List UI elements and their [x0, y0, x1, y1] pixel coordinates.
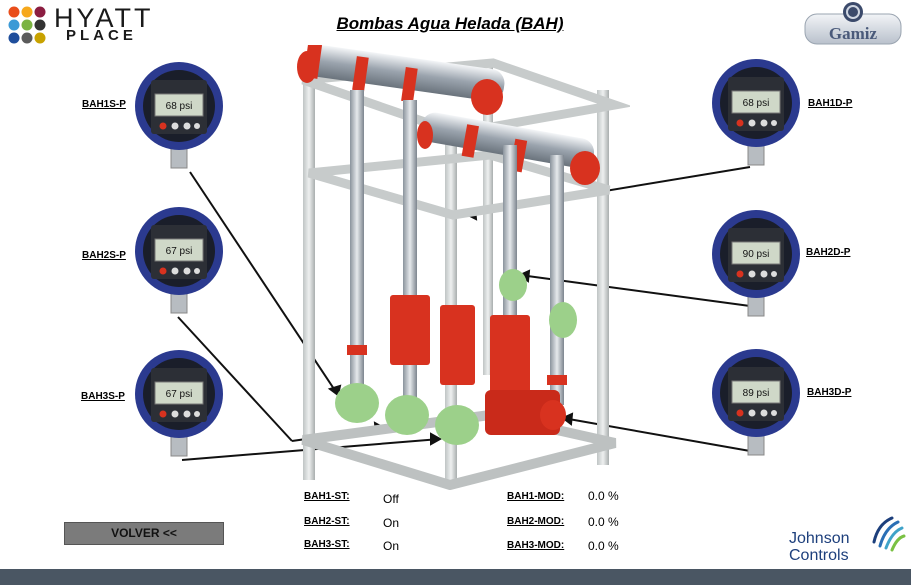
- gauge-label-bah2s: BAH2S-P: [82, 250, 126, 261]
- gauge-readout: 67 psi: [166, 246, 193, 257]
- page-title: Bombas Agua Helada (BAH): [336, 14, 564, 33]
- gamiz-logo: Gamiz: [803, 0, 903, 46]
- pump-skid-illustration: [297, 45, 630, 490]
- jc-wordmark: Johnson Controls: [789, 530, 850, 564]
- mod-value-bah1: 0.0 %: [588, 489, 619, 503]
- jc-swoosh-icon: [872, 516, 906, 552]
- mod-label-bah1: BAH1-MOD:: [507, 491, 565, 502]
- place-word: PLACE: [66, 27, 137, 44]
- footer-bar: [0, 569, 911, 585]
- hyatt-word: HYATT: [54, 3, 154, 33]
- status-value-bah1: Off: [383, 492, 399, 506]
- pressure-gauge-bah1s: 68 psi: [133, 60, 225, 170]
- status-label-bah2: BAH2-ST:: [304, 516, 350, 527]
- pressure-gauge-bah3d: 89 psi: [710, 347, 802, 457]
- mod-value-bah2: 0.0 %: [588, 515, 619, 529]
- mod-label-bah2: BAH2-MOD:: [507, 516, 565, 527]
- back-button[interactable]: VOLVER <<: [64, 522, 224, 545]
- gauge-readout: 68 psi: [743, 98, 770, 109]
- mod-label-bah3: BAH3-MOD:: [507, 540, 565, 551]
- status-value-bah3: On: [383, 539, 400, 553]
- status-label-bah1: BAH1-ST:: [304, 491, 350, 502]
- status-value-bah2: On: [383, 516, 400, 530]
- gauge-label-bah3d: BAH3D-P: [807, 387, 852, 398]
- gauge-readout: 67 psi: [166, 389, 193, 400]
- gauge-label-bah1s: BAH1S-P: [82, 99, 126, 110]
- gamiz-text: Gamiz: [829, 24, 878, 43]
- status-label-bah3: BAH3-ST:: [304, 539, 350, 550]
- gauge-label-bah1d: BAH1D-P: [808, 98, 853, 109]
- jc-line1: Johnson: [789, 530, 850, 547]
- johnson-controls-logo: [788, 512, 906, 568]
- gauge-readout: 68 psi: [166, 101, 193, 112]
- pressure-gauge-bah2s: 67 psi: [133, 205, 225, 315]
- pressure-gauge-bah2d: 90 psi: [710, 208, 802, 318]
- jc-line2: Controls: [789, 547, 849, 564]
- gauge-readout: 90 psi: [743, 249, 770, 260]
- gauge-label-bah2d: BAH2D-P: [806, 247, 851, 258]
- gauge-readout: 89 psi: [743, 388, 770, 399]
- pressure-gauge-bah1d: 68 psi: [710, 57, 802, 167]
- mod-value-bah3: 0.0 %: [588, 539, 619, 553]
- pressure-gauge-bah3s: 67 psi: [133, 348, 225, 458]
- hyatt-dots-icon: [8, 6, 46, 44]
- hyatt-place-logo: [6, 4, 156, 50]
- gauge-label-bah3s: BAH3S-P: [81, 391, 125, 402]
